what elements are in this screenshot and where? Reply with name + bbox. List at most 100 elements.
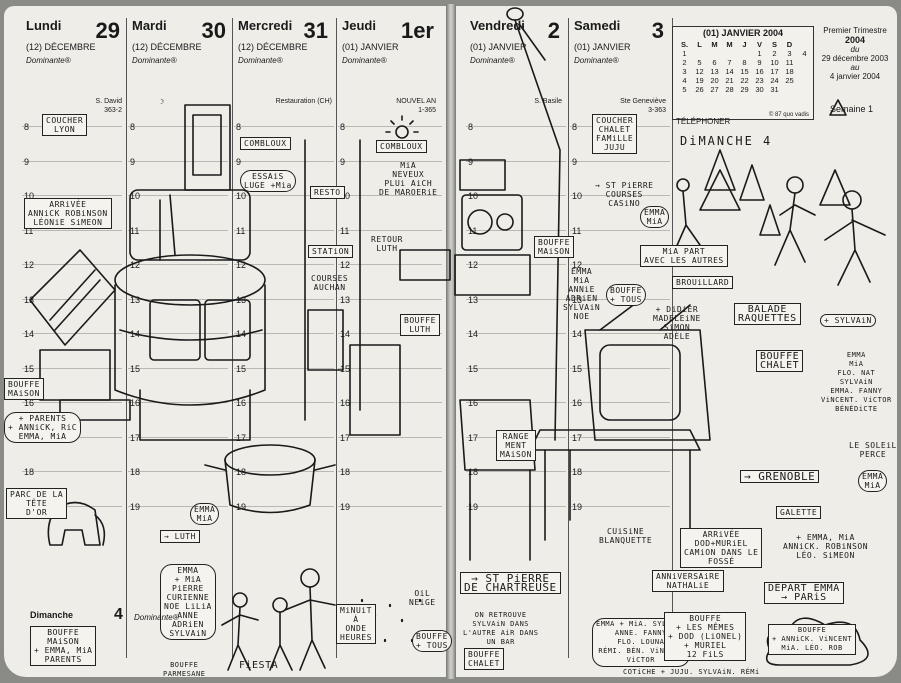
day-month: (01) JANVIER — [342, 42, 399, 52]
hour-line — [570, 367, 670, 369]
calendar-day[interactable]: 18 — [785, 67, 794, 76]
calendar-day[interactable]: 25 — [785, 76, 794, 85]
hour-label: 10 — [340, 191, 351, 201]
hour-line — [128, 436, 228, 438]
hour-label: 15 — [236, 363, 247, 374]
day-name: Samedi — [574, 18, 621, 33]
calendar-day[interactable]: 26 — [695, 85, 704, 94]
calendar-day[interactable]: 19 — [695, 76, 704, 85]
hour-line — [22, 229, 122, 231]
calendar-title: (01) JANVIER 2004 — [702, 28, 784, 38]
trimester-from: 29 décembre 2003 — [821, 54, 889, 63]
day-header-friday: Vendredi 2 (01) JANVIER Dominante® S. Ba… — [466, 18, 566, 105]
column-divider — [336, 18, 337, 658]
calendar-day[interactable]: 14 — [725, 67, 734, 76]
moon-icon: ☽ — [158, 99, 165, 106]
hour-label: 18 — [340, 467, 351, 477]
day-brand: Dominante® — [342, 56, 387, 65]
calendar-day[interactable]: 1 — [757, 49, 762, 58]
calendar-day[interactable]: 23 — [755, 76, 764, 85]
hour-label: 8 — [468, 122, 474, 132]
hour-line — [234, 126, 334, 127]
calendar-day[interactable]: 24 — [770, 76, 779, 85]
calendar-day[interactable]: 21 — [725, 76, 734, 85]
calendar-day[interactable]: 2 — [772, 49, 777, 58]
day-header-thursday: Jeudi 1er (01) JANVIER Dominante® NOUVEL… — [338, 18, 440, 114]
note-station: STATiON — [308, 245, 354, 258]
hour-label: 9 — [236, 156, 242, 167]
hour-label: 11 — [340, 225, 350, 236]
calendar-day[interactable]: 28 — [725, 85, 734, 94]
hour-label: 13 — [130, 294, 141, 305]
day-brand: Dominante® — [574, 56, 619, 65]
hour-label: 18 — [130, 467, 141, 477]
hour-line — [466, 264, 566, 265]
hour-line — [22, 402, 122, 403]
hour-line — [234, 264, 334, 265]
hour-line — [128, 333, 228, 334]
calendar-day[interactable]: 7 — [727, 58, 732, 67]
hour-label: 14 — [340, 329, 351, 339]
calendar-day[interactable]: 17 — [770, 67, 779, 76]
hour-line — [128, 264, 228, 265]
wood-stove-drawing — [114, 104, 266, 441]
calendar-day[interactable]: 30 — [755, 85, 764, 94]
bottom-day-number: 4 — [114, 606, 123, 623]
calendar-day[interactable]: 12 — [695, 67, 704, 76]
calendar-week-number: 1 — [682, 49, 687, 58]
calendar-day[interactable]: 6 — [712, 58, 717, 67]
calendar-day[interactable]: 11 — [785, 58, 794, 67]
yearday-label: 3-363 — [648, 107, 666, 114]
calendar-day[interactable]: 5 — [697, 58, 702, 67]
note-cuisine-blanquette: CUiSiNE BLANQUETTE — [599, 527, 653, 545]
note-anniversaire: ANNiVERSAiRE NATHALiE — [652, 570, 724, 592]
hour-label: 19 — [468, 501, 479, 512]
calendar-day[interactable]: 22 — [740, 76, 749, 85]
calendar-day[interactable]: 16 — [755, 67, 764, 76]
hour-label: 9 — [340, 156, 346, 167]
calendar-day[interactable]: 4 — [802, 49, 807, 58]
hour-line — [234, 436, 334, 438]
hour-line — [22, 160, 122, 162]
calendar-day[interactable]: 20 — [710, 76, 719, 85]
hour-line — [466, 471, 566, 472]
note-rangement-maison: RANGE MENT MAiSON — [496, 430, 536, 461]
calendar-weekday: S — [771, 40, 777, 49]
hour-label: 13 — [24, 294, 35, 305]
elephant-drawing — [47, 501, 106, 546]
note-friends-list: EMMA + MiA PiERRE CURIENNE NOE LiLiA ANN… — [160, 564, 216, 640]
calendar-day[interactable]: 8 — [742, 58, 747, 67]
calendar-day[interactable]: 13 — [710, 67, 719, 76]
trimester-title: Premier Trimestre — [823, 26, 887, 35]
hour-label: 17 — [130, 432, 141, 443]
calendar-day[interactable]: 9 — [757, 58, 762, 67]
hour-label: 10 — [24, 191, 35, 201]
day-name: Jeudi — [342, 18, 376, 33]
trimester-au: au — [850, 63, 860, 72]
column-divider — [232, 18, 233, 658]
day-number: 29 — [95, 18, 120, 43]
hour-line — [128, 505, 228, 507]
note-bouffe-luth: BOUFFE LUTH — [400, 314, 440, 336]
hour-label: 8 — [24, 122, 30, 132]
hour-label: 13 — [468, 294, 479, 305]
calendar-week-number: 5 — [682, 85, 687, 94]
note-emma-mia-2: EMMA MiA — [640, 206, 670, 228]
hour-label: 15 — [24, 363, 35, 374]
calendar-day[interactable]: 27 — [710, 85, 719, 94]
calendar-day[interactable]: 3 — [787, 49, 792, 58]
calendar-weekday: V — [756, 40, 762, 49]
hour-line — [338, 436, 442, 438]
calendar-week-number: 4 — [682, 76, 687, 85]
calendar-day[interactable]: 31 — [770, 85, 779, 94]
calendar-day[interactable]: 10 — [770, 58, 779, 67]
note-combloux-2: COMBLOUX — [376, 140, 427, 153]
calendar-week-number: 3 — [682, 67, 687, 76]
column-divider — [568, 18, 569, 658]
calendar-day[interactable]: 29 — [740, 85, 749, 94]
hour-label: 9 — [468, 156, 474, 167]
yearday-label: 1-365 — [418, 107, 436, 114]
hour-line — [570, 264, 670, 265]
calendar-day[interactable]: 15 — [740, 67, 749, 76]
note-bouffe-chalet: BOUFFE CHALET — [756, 350, 804, 372]
